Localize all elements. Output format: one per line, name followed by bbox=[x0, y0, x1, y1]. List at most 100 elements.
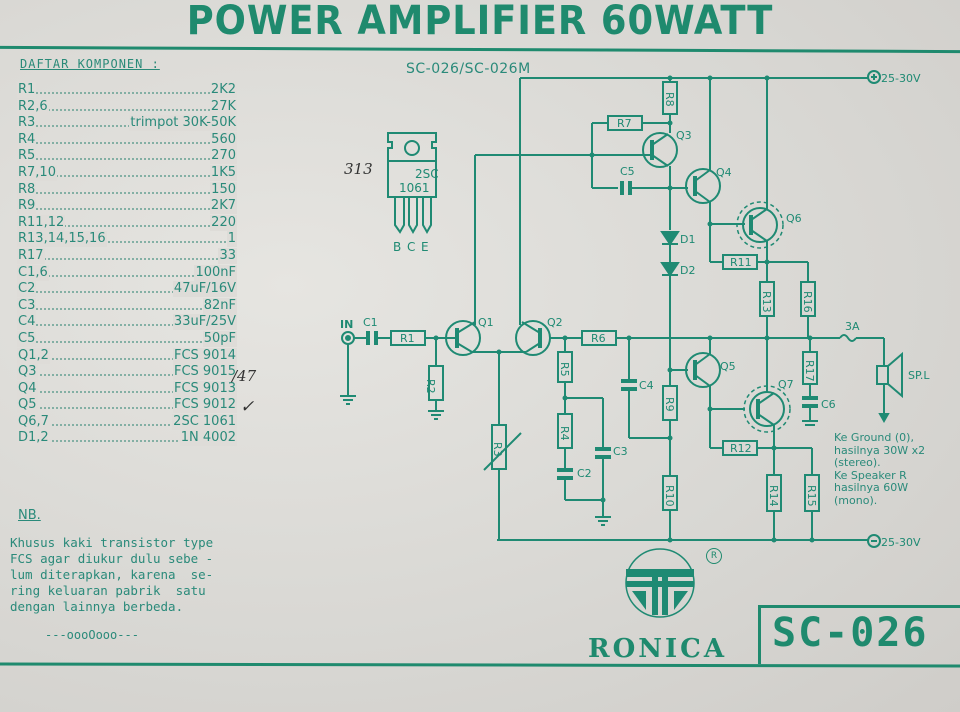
label-c1: C1 bbox=[363, 316, 378, 329]
part-ref: R3 bbox=[17, 115, 37, 132]
negative-terminal-icon bbox=[867, 534, 881, 548]
part-ref: R9 bbox=[17, 198, 37, 215]
part-value: FCS 9014 bbox=[172, 347, 237, 364]
leader-dots bbox=[17, 125, 237, 128]
positive-supply-label: 25-30V bbox=[881, 72, 921, 85]
label-r11: R11 bbox=[730, 256, 752, 269]
positive-terminal-icon bbox=[867, 70, 881, 84]
part-value: 560 bbox=[210, 131, 237, 148]
ronica-logo-icon bbox=[625, 548, 695, 618]
label-q2: Q2 bbox=[547, 316, 563, 329]
label-r7: R7 bbox=[617, 117, 632, 130]
fuse-icon bbox=[839, 334, 857, 342]
label-c2: C2 bbox=[577, 467, 592, 480]
label-c3: C3 bbox=[613, 445, 628, 458]
part-ref: Q3 bbox=[17, 364, 38, 381]
part-value: 150 bbox=[210, 181, 237, 198]
transistor-q2-icon bbox=[515, 320, 551, 356]
leader-dots bbox=[17, 324, 237, 327]
handwritten-checkmark: ✓ bbox=[240, 397, 255, 417]
label-d1: D1 bbox=[680, 233, 695, 246]
leader-dots bbox=[17, 374, 237, 377]
leader-dots bbox=[17, 224, 237, 227]
part-value: 270 bbox=[210, 148, 237, 165]
label-r12: R12 bbox=[730, 442, 752, 455]
arrow-down-icon bbox=[878, 413, 890, 424]
parts-list-row: R9 2K7 bbox=[17, 198, 237, 215]
part-ref: Q1,2 bbox=[17, 347, 50, 364]
label-q1: Q1 bbox=[478, 316, 494, 329]
transistor-q1-icon bbox=[445, 320, 481, 356]
label-r15: R15 bbox=[805, 485, 818, 507]
fuse-label: 3A bbox=[845, 320, 860, 333]
part-ref: R11,12 bbox=[17, 214, 66, 231]
leader-dots bbox=[17, 108, 237, 111]
part-value: trimpot 30K-50K bbox=[129, 115, 237, 132]
part-value: 2K2 bbox=[209, 82, 237, 98]
leader-dots bbox=[17, 340, 237, 343]
transistor-q6-icon bbox=[742, 207, 778, 243]
leader-dots bbox=[17, 407, 237, 410]
part-value: 50pF bbox=[202, 330, 237, 347]
label-r13: R13 bbox=[760, 291, 773, 313]
handwritten-c5-note: /47 bbox=[232, 367, 257, 385]
part-value: 2K7 bbox=[209, 198, 237, 215]
part-ref: Q6,7 bbox=[17, 413, 50, 430]
transistor-q4-icon bbox=[685, 168, 721, 204]
part-value: 27K bbox=[209, 98, 237, 115]
part-ref: Q4 bbox=[17, 380, 38, 397]
part-ref: R2,6 bbox=[17, 98, 49, 115]
label-q6: Q6 bbox=[786, 212, 802, 225]
label-r3: R3 bbox=[491, 442, 504, 457]
speaker-label: SP.L bbox=[908, 369, 930, 382]
part-ref: R17 bbox=[17, 247, 45, 264]
leader-dots bbox=[17, 257, 237, 260]
pin-c-label: C bbox=[407, 240, 415, 254]
part-ref: R8 bbox=[17, 181, 37, 198]
transistor-q7-icon bbox=[749, 391, 785, 427]
speaker-icon bbox=[876, 365, 889, 385]
part-ref: R7,10 bbox=[17, 164, 57, 181]
parts-list-row: Q1,2 FCS 9014 bbox=[17, 347, 237, 365]
part-ref: Q5 bbox=[17, 397, 38, 414]
parts-list-row: R3 trimpot 30K-50K bbox=[17, 115, 237, 132]
parts-list-row: R2,6 27K bbox=[17, 98, 237, 116]
page-title: POWER AMPLIFIER 60WATT bbox=[186, 0, 774, 44]
brand-name: RONICA bbox=[588, 634, 728, 664]
label-r4: R4 bbox=[558, 426, 571, 441]
nb-heading: NB. bbox=[18, 508, 41, 523]
label-r6: R6 bbox=[591, 332, 606, 345]
label-q3: Q3 bbox=[676, 129, 692, 142]
speaker-wiring-note: Ke Ground (0), hasilnya 30W x2 (stereo).… bbox=[834, 431, 926, 507]
leader-dots bbox=[17, 158, 237, 161]
part-value: 2SC 1061 bbox=[172, 413, 237, 430]
leader-dots bbox=[17, 141, 237, 144]
leader-dots bbox=[17, 174, 237, 177]
diode-d2-icon bbox=[660, 262, 680, 277]
part-ref: C2 bbox=[17, 281, 37, 298]
leader-dots bbox=[17, 191, 237, 194]
pin-e-label: E bbox=[421, 240, 429, 254]
ground-icon bbox=[340, 395, 356, 405]
label-r14: R14 bbox=[767, 485, 780, 507]
negative-supply-label: 25-30V bbox=[881, 536, 921, 549]
label-q4: Q4 bbox=[716, 166, 732, 179]
transistor-q3-icon bbox=[642, 132, 678, 168]
pin-b-label: B bbox=[393, 240, 401, 254]
label-r2: R2 bbox=[424, 379, 437, 394]
end-mark: ---oooOooo--- bbox=[45, 628, 139, 642]
model-subtitle: SC-026/SC-026M bbox=[406, 61, 531, 77]
diode-d1-icon bbox=[660, 231, 680, 246]
